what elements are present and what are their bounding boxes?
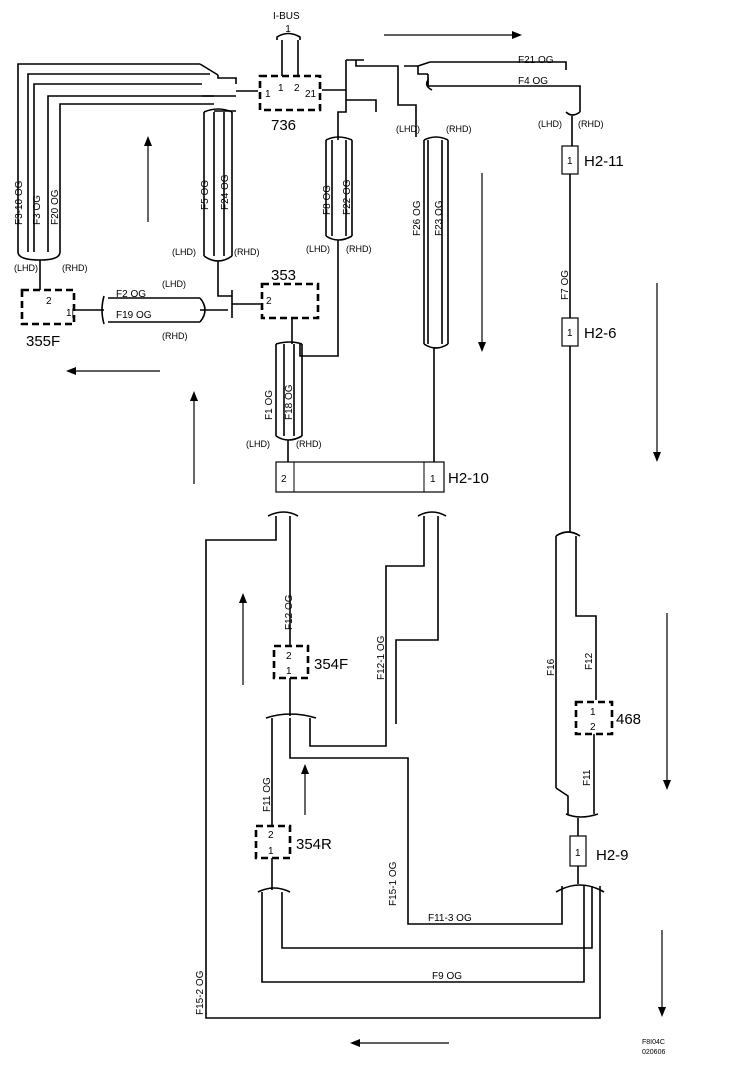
lhd-label-f21: (LHD) [538, 119, 562, 129]
component-468-label: 468 [616, 711, 641, 728]
flow-arrow-down-center [478, 173, 486, 352]
component-354f-label: 354F [314, 656, 348, 673]
wire-f20-label: F20 OG [50, 189, 61, 225]
wire-f23-label: F23 OG [434, 200, 445, 236]
wire-f21-label: F21 OG [518, 55, 554, 66]
lhd-label-f5: (LHD) [172, 247, 196, 257]
flow-arrow-left [66, 367, 160, 375]
component-354r-label: 354R [296, 836, 332, 853]
svg-text:1: 1 [430, 474, 436, 485]
flow-arrow-up-mid-left [190, 391, 198, 484]
flow-arrow-down-right-lower [663, 613, 671, 790]
connector-468 [574, 700, 614, 736]
rhd-label-f23: (RHD) [446, 124, 472, 134]
connector-h2-10 [275, 461, 445, 493]
wire-f9-label: F9 OG [432, 971, 462, 982]
lhd-label-f26: (LHD) [396, 124, 420, 134]
component-h2-10-label: H2-10 [448, 470, 489, 487]
figure-code-2: 020606 [642, 1049, 665, 1056]
ibus-pin-label: 1 [285, 24, 291, 35]
ibus-label: I-BUS [273, 11, 300, 22]
connector-355f [20, 288, 76, 326]
svg-text:21: 21 [305, 89, 317, 100]
component-736-label: 736 [271, 117, 296, 134]
wire-f12-label: F12 OG [284, 594, 295, 630]
svg-text:2: 2 [46, 296, 52, 307]
wire-f12b-label: F12 [584, 652, 595, 670]
wire-f11-label: F11 [582, 769, 593, 786]
flow-arrow-up-left [144, 136, 152, 222]
svg-text:1: 1 [590, 707, 596, 718]
wire-f7-label: F7 OG [560, 270, 571, 300]
rhd-label-f19: (RHD) [162, 331, 188, 341]
connector-354f [272, 644, 310, 680]
wire-f26-label: F26 OG [412, 200, 423, 236]
component-h2-9-label: H2-9 [596, 847, 629, 864]
wire-f4-label: F4 OG [518, 76, 548, 87]
wire-f11og-label: F11 OG [262, 777, 273, 812]
component-355f-label: 355F [26, 333, 60, 350]
wire-f3-10-label: F3-10 OG [14, 180, 25, 225]
svg-text:1: 1 [567, 156, 573, 167]
flow-arrow-left-bottom [350, 1039, 449, 1047]
flow-arrow-up-354r [301, 764, 309, 815]
svg-text:1: 1 [268, 846, 274, 857]
component-353-label: 353 [271, 267, 296, 284]
flow-arrow-top-right [384, 31, 522, 39]
wire-f8-label: F8 OG [322, 185, 333, 215]
figure-code-1: F8I04C [642, 1039, 665, 1046]
lhd-label-f1: (LHD) [246, 439, 270, 449]
lhd-label-f2: (LHD) [162, 279, 186, 289]
svg-text:1: 1 [286, 666, 292, 677]
wire-f18-label: F18 OG [284, 384, 295, 420]
wire-f3-label: F3 OG [32, 195, 43, 225]
component-h2-11-label: H2-11 [584, 153, 624, 170]
flow-arrow-down-bottom-right [658, 930, 666, 1017]
wire-f12-1-label: F12-1 OG [376, 635, 387, 680]
wire-f19-label: F19 OG [116, 310, 152, 321]
svg-text:2: 2 [286, 651, 292, 662]
wire-f2-label: F2 OG [116, 289, 146, 300]
flow-arrow-up-354f [239, 593, 247, 685]
wire-f1-label: F1 OG [264, 390, 275, 420]
svg-text:1: 1 [278, 83, 284, 94]
connector-736 [258, 74, 322, 112]
connector-353 [260, 282, 320, 320]
lhd-label-f8: (LHD) [306, 244, 330, 254]
wire-f11-3-label: F11-3 OG [428, 913, 472, 924]
svg-text:1: 1 [265, 89, 271, 100]
wire-f16-label: F16 [546, 658, 557, 676]
svg-text:2: 2 [590, 722, 596, 733]
rhd-label-f4: (RHD) [578, 119, 604, 129]
wire-f5-label: F5 OG [200, 180, 211, 210]
wire-f15-1-label: F15-1 OG [388, 861, 399, 906]
lhd-label-355f: (LHD) [14, 263, 38, 273]
svg-text:2: 2 [268, 830, 274, 841]
svg-text:1|: 1| [66, 308, 74, 319]
svg-text:2: 2 [266, 296, 272, 307]
svg-text:1: 1 [567, 328, 573, 339]
rhd-label-f18: (RHD) [296, 439, 322, 449]
wire-f15-2-label: F15-2 OG [195, 970, 206, 1015]
wire-f22-label: F22 OG [342, 179, 353, 215]
svg-text:2: 2 [294, 83, 300, 94]
component-h2-6-label: H2-6 [584, 325, 617, 342]
rhd-label-f24: (RHD) [234, 247, 260, 257]
rhd-label-355f: (RHD) [62, 263, 88, 273]
flow-arrow-down-right [653, 283, 661, 462]
svg-text:1: 1 [575, 848, 581, 859]
svg-text:2: 2 [281, 474, 287, 485]
wire-f24-label: F24 OG [220, 174, 231, 210]
connector-354r [254, 824, 292, 860]
rhd-label-f22: (RHD) [346, 244, 372, 254]
